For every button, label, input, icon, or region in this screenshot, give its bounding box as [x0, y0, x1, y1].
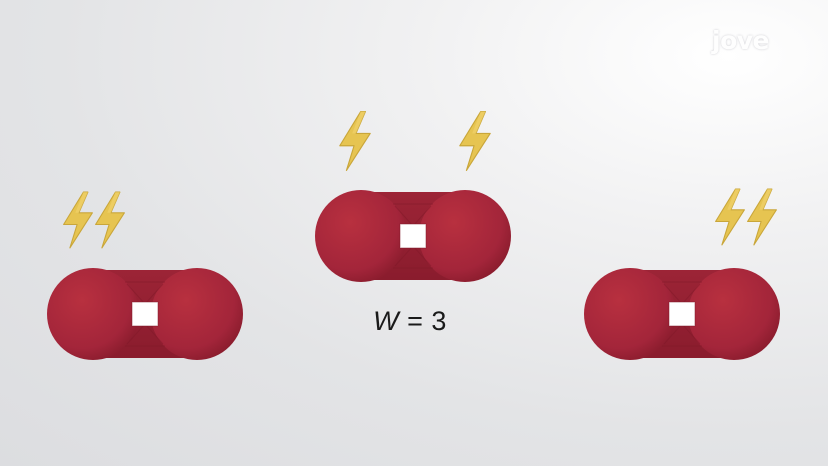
- lightning-bolt-icon: [747, 188, 777, 246]
- microstate-count-label: W = 3: [330, 306, 490, 337]
- lightning-bolt-icon: [715, 188, 745, 246]
- equation-variable: W: [373, 306, 400, 336]
- equation-value: = 3: [399, 306, 447, 336]
- lightning-bolt-icon: [63, 191, 93, 249]
- molecule-left: [46, 267, 244, 361]
- lightning-bolt-icon: [95, 191, 125, 249]
- lightning-bolt-icon: [459, 110, 491, 172]
- jove-logo: jove: [712, 26, 770, 55]
- molecule-middle: [314, 189, 512, 283]
- molecule-right: [583, 267, 781, 361]
- lightning-bolt-icon: [339, 110, 371, 172]
